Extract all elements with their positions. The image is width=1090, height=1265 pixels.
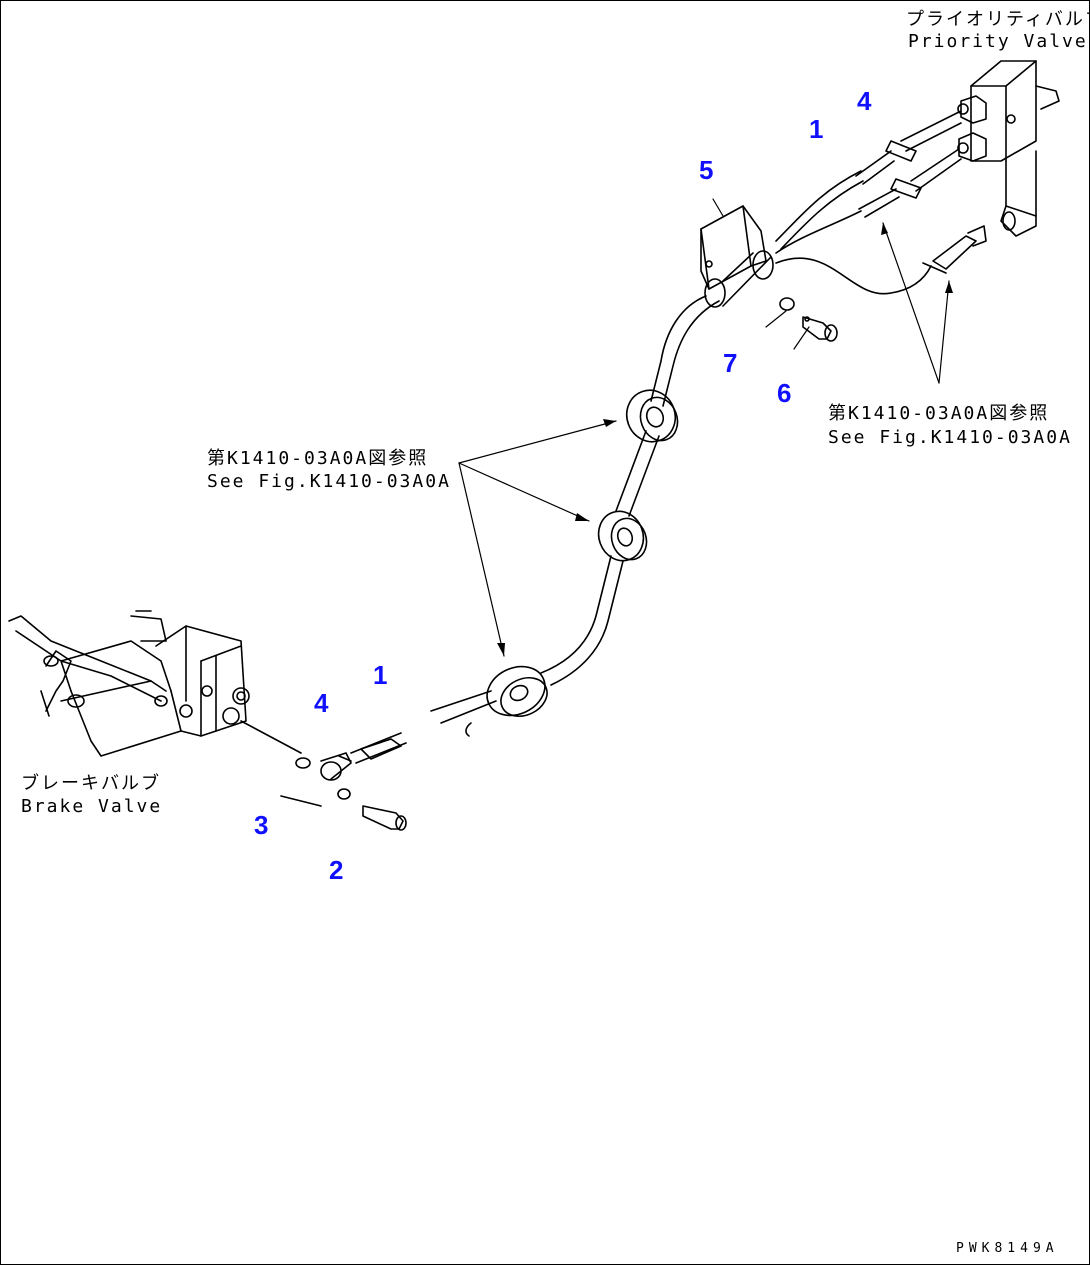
brake-valve xyxy=(8,610,250,757)
callout-4-top: 4 xyxy=(857,86,872,116)
callout-5: 5 xyxy=(699,155,714,185)
callout-7: 7 xyxy=(723,348,738,378)
callout-4-bottom: 4 xyxy=(314,688,329,718)
top-hoses xyxy=(775,110,987,295)
reference-label-left-en: See Fig.K1410-03A0A xyxy=(207,471,451,492)
brake-valve-label-jp: ブレーキバルブ xyxy=(21,773,161,794)
callout-1-top: 1 xyxy=(809,114,824,144)
priority-valve xyxy=(957,60,1060,237)
reference-leaders xyxy=(458,198,950,657)
grommet-lower xyxy=(486,665,548,718)
priority-valve-label-jp: プライオリティバルブ xyxy=(906,9,1090,30)
drawing-code: PWK8149A xyxy=(956,1241,1059,1256)
priority-valve-label-en: Priority Valve xyxy=(908,31,1088,52)
callout-2: 2 xyxy=(329,855,344,885)
grommet-upper xyxy=(625,389,679,443)
brake-valve-label-en: Brake Valve xyxy=(21,796,163,817)
reference-label-left-jp: 第K1410-03A0A図参照 xyxy=(207,448,429,469)
callout-1-bottom: 1 xyxy=(373,660,388,690)
callout-6: 6 xyxy=(777,378,792,408)
callout-3: 3 xyxy=(254,810,269,840)
leader-arrowheads xyxy=(497,223,953,656)
reference-label-right-jp: 第K1410-03A0A図参照 xyxy=(828,403,1050,424)
grommet-middle xyxy=(597,510,648,562)
main-pipe xyxy=(430,295,720,737)
reference-label-right-en: See Fig.K1410-03A0A xyxy=(828,427,1072,448)
bracket-and-clamps xyxy=(700,205,838,342)
lower-hose-fittings xyxy=(240,720,407,831)
